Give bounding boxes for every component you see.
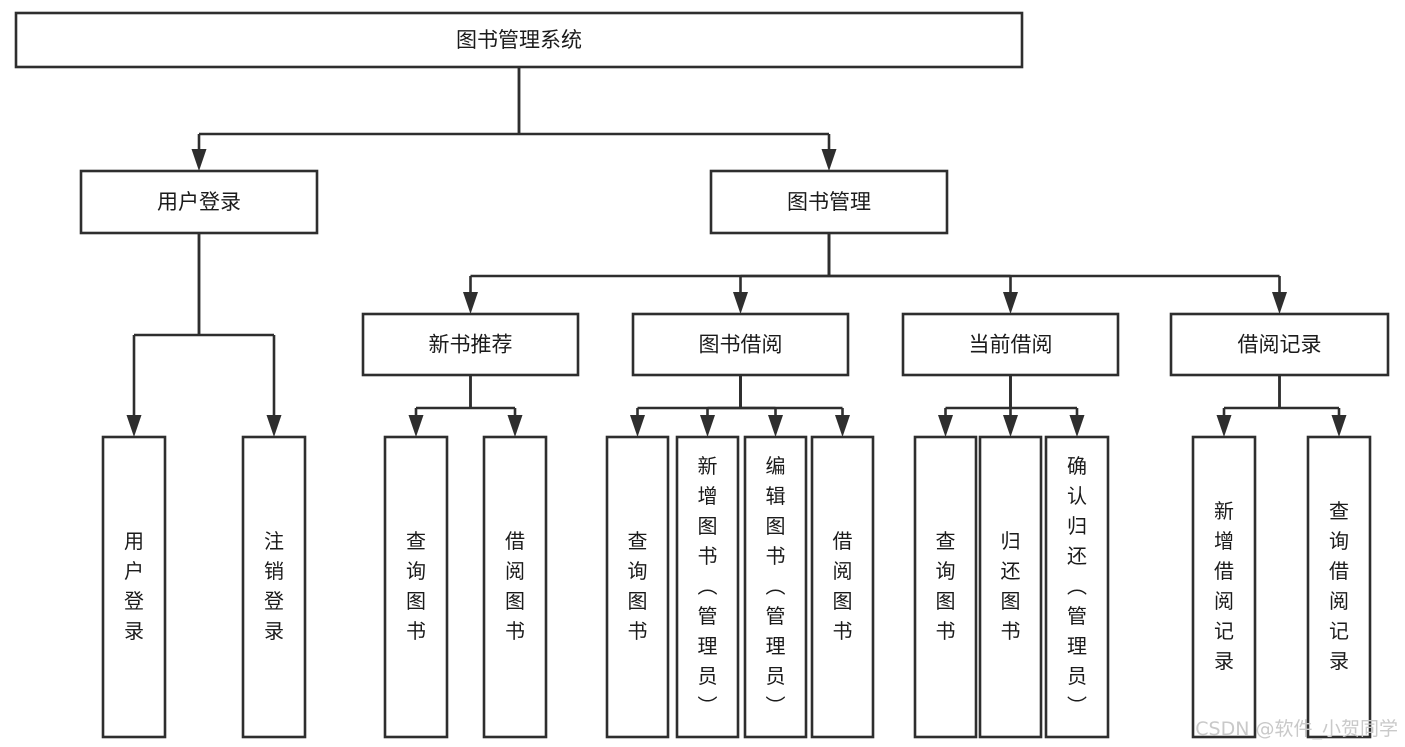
node-box-确认归还管理员[interactable] [1044,435,1110,739]
node-box-借阅记录[interactable] [1169,312,1390,377]
node-box-用户登录[interactable] [101,435,167,739]
connector-图书管理系统-to-用户登录 [191,67,521,171]
node-box-用户登录[interactable] [79,169,319,235]
node-layer: 图书管理系统用户登录图书管理新书推荐图书借阅当前借阅借阅记录用户登录注销登录查询… [14,11,1390,739]
node-box-新增图书管理员[interactable] [675,435,740,739]
watermark-label: CSDN @软件_小贺同学 [1195,718,1398,740]
node-图书管理[interactable]: 图书管理 [709,169,949,235]
connector-图书借阅-to-查询图书 [630,375,742,437]
node-box-当前借阅[interactable] [901,312,1120,377]
node-label-查询图书: 查询图书 [628,529,648,643]
node-label-借阅图书: 借阅图书 [505,529,525,643]
node-借阅图书[interactable]: 借阅图书 [482,435,548,739]
node-box-归还图书[interactable] [978,435,1043,739]
node-label-查询图书: 查询图书 [406,529,426,643]
node-新增借阅记录[interactable]: 新增借阅记录 [1191,435,1257,739]
node-图书管理系统[interactable]: 图书管理系统 [14,11,1024,69]
node-label-用户登录: 用户登录 [157,190,241,214]
node-box-新增借阅记录[interactable] [1191,435,1257,739]
connector-图书借阅-to-新增图书管理员 [700,375,742,437]
node-label-当前借阅: 当前借阅 [969,333,1053,357]
node-label-用户登录: 用户登录 [124,529,144,643]
node-label-借阅图书: 借阅图书 [833,529,853,643]
node-新增图书管理员[interactable]: 新增图书︵管理员︶ [675,435,740,739]
node-label-编辑图书管理员: 编辑图书︵管理员︶ [766,454,786,718]
node-label-图书管理系统: 图书管理系统 [456,28,582,52]
node-box-图书借阅[interactable] [631,312,850,377]
node-查询借阅记录[interactable]: 查询借阅记录 [1306,435,1372,739]
connector-当前借阅-to-查询图书 [938,375,1012,437]
node-查询图书[interactable]: 查询图书 [383,435,449,739]
node-label-归还图书: 归还图书 [1001,529,1021,643]
node-box-借阅图书[interactable] [482,435,548,739]
node-新书推荐[interactable]: 新书推荐 [361,312,580,377]
node-用户登录[interactable]: 用户登录 [101,435,167,739]
connector-新书推荐-to-查询图书 [408,375,472,437]
node-归还图书[interactable]: 归还图书 [978,435,1043,739]
connector-用户登录-to-用户登录 [126,233,201,437]
connector-图书借阅-to-编辑图书管理员 [739,375,783,437]
node-box-借阅图书[interactable] [810,435,875,739]
connector-新书推荐-to-借阅图书 [469,375,523,437]
node-label-确认归还管理员: 确认归还︵管理员︶ [1067,454,1087,718]
node-查询图书[interactable]: 查询图书 [605,435,670,739]
node-label-新增图书管理员: 新增图书︵管理员︶ [698,454,718,718]
connector-图书管理-to-图书借阅 [733,233,831,314]
node-label-新书推荐: 新书推荐 [429,333,513,357]
connector-图书管理-to-借阅记录 [827,233,1287,314]
node-box-查询图书[interactable] [913,435,978,739]
node-label-图书借阅: 图书借阅 [699,333,783,357]
node-图书借阅[interactable]: 图书借阅 [631,312,850,377]
connector-图书管理系统-to-图书管理 [517,67,837,171]
node-当前借阅[interactable]: 当前借阅 [901,312,1120,377]
node-label-借阅记录: 借阅记录 [1238,333,1322,357]
node-label-查询借阅记录: 查询借阅记录 [1329,499,1349,673]
node-box-图书管理系统[interactable] [14,11,1024,69]
node-label-查询图书: 查询图书 [936,529,956,643]
node-label-图书管理: 图书管理 [787,190,871,214]
node-借阅图书[interactable]: 借阅图书 [810,435,875,739]
node-编辑图书管理员[interactable]: 编辑图书︵管理员︶ [743,435,808,739]
node-确认归还管理员[interactable]: 确认归还︵管理员︶ [1044,435,1110,739]
connector-图书管理-to-新书推荐 [463,233,831,314]
node-box-查询图书[interactable] [383,435,449,739]
connector-图书借阅-to-借阅图书 [739,375,850,437]
connector-layer [126,67,1347,437]
connector-用户登录-to-注销登录 [197,233,282,437]
node-box-注销登录[interactable] [241,435,307,739]
node-注销登录[interactable]: 注销登录 [241,435,307,739]
node-box-编辑图书管理员[interactable] [743,435,808,739]
node-查询图书[interactable]: 查询图书 [913,435,978,739]
connector-借阅记录-to-新增借阅记录 [1216,375,1281,437]
node-用户登录[interactable]: 用户登录 [79,169,319,235]
node-box-图书管理[interactable] [709,169,949,235]
connector-图书管理-to-当前借阅 [827,233,1018,314]
node-label-新增借阅记录: 新增借阅记录 [1214,499,1234,673]
node-box-查询借阅记录[interactable] [1306,435,1372,739]
node-label-注销登录: 注销登录 [264,529,284,643]
node-box-新书推荐[interactable] [361,312,580,377]
node-box-查询图书[interactable] [605,435,670,739]
connector-借阅记录-to-查询借阅记录 [1278,375,1347,437]
connector-当前借阅-to-确认归还管理员 [1009,375,1085,437]
node-借阅记录[interactable]: 借阅记录 [1169,312,1390,377]
